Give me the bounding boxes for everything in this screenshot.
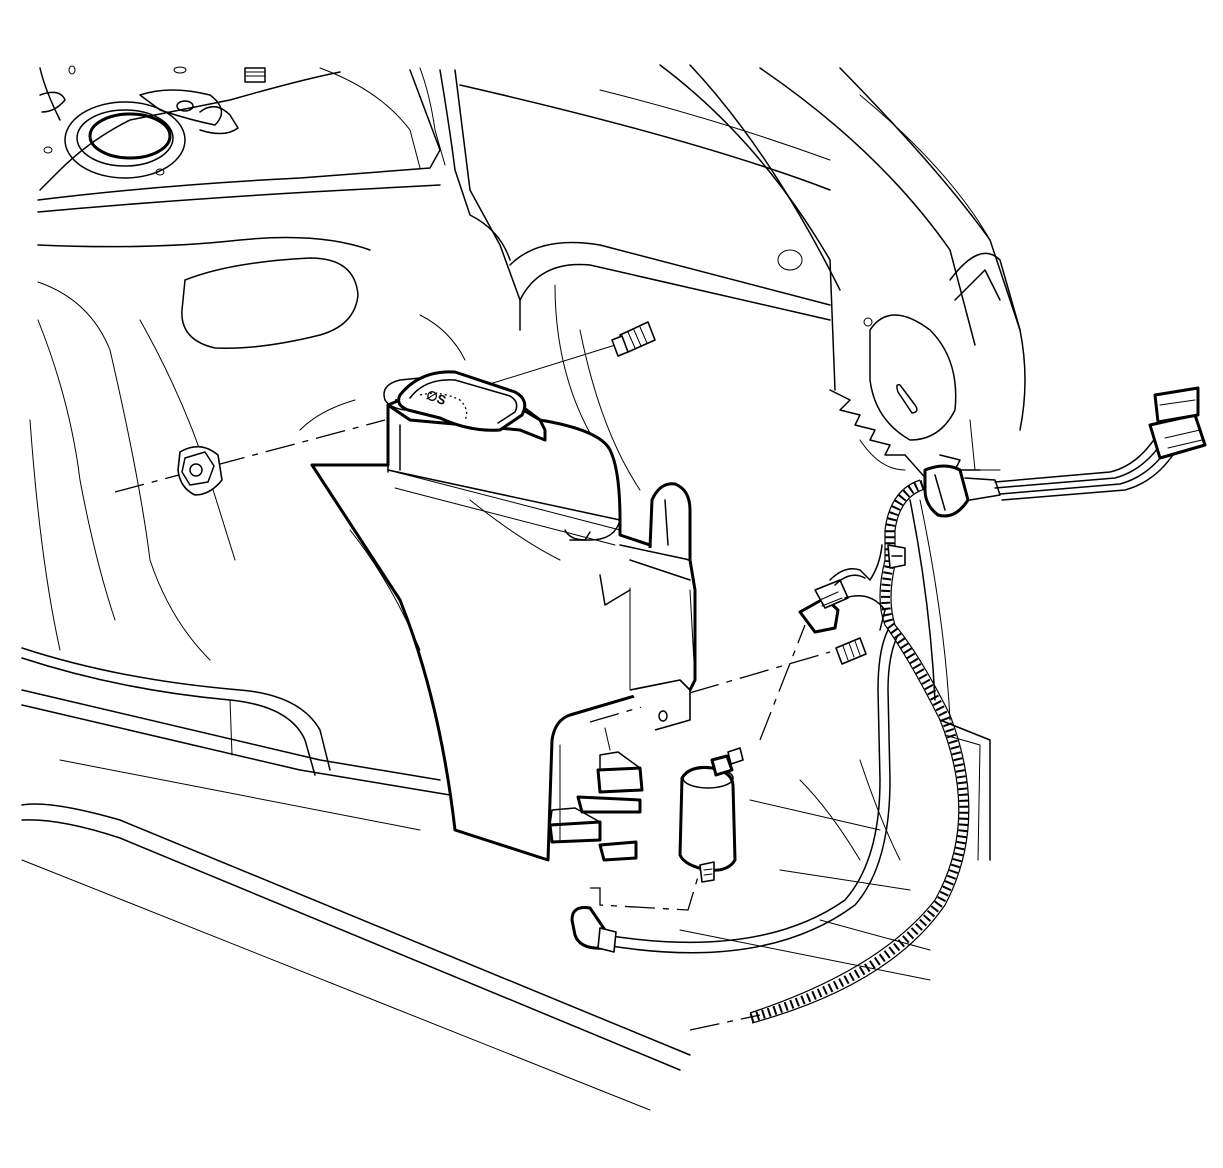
mounting-stud-lower (835, 637, 867, 665)
wiring-harness (749, 429, 1176, 1024)
cap-marking: ∅S (424, 387, 448, 408)
washer-reservoir (310, 398, 697, 862)
quarter-panel (21, 64, 1026, 1111)
washer-pump (678, 747, 744, 883)
harness-connector (1148, 386, 1207, 460)
mounting-nut (177, 445, 223, 496)
pump-electrical-connector (798, 568, 886, 634)
reservoir-cap: ∅S (383, 370, 527, 432)
mounting-stud-upper (611, 321, 656, 357)
washer-hose (570, 629, 899, 954)
